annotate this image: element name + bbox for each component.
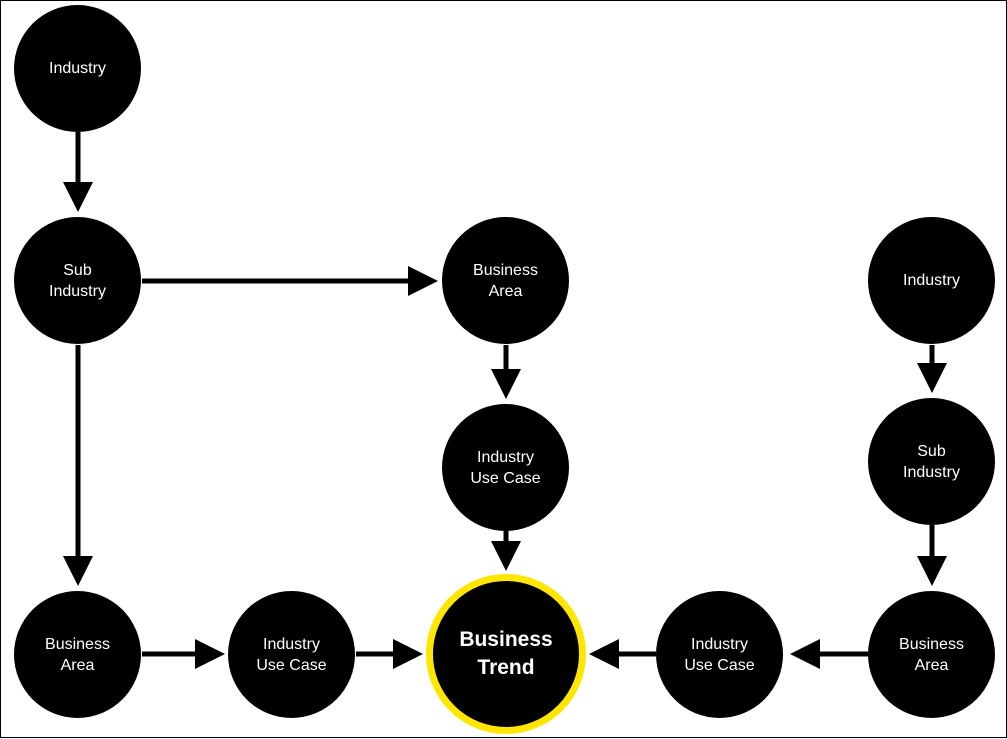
node-label: Business Area — [473, 261, 538, 300]
node-industry-left[interactable]: Industry — [14, 5, 141, 132]
node-label: Business Area — [45, 635, 110, 674]
node-sub-industry-right[interactable]: Sub Industry — [868, 398, 995, 525]
node-industry-use-case-middle[interactable]: Industry Use Case — [442, 404, 569, 531]
node-industry-use-case-right[interactable]: Industry Use Case — [656, 591, 783, 718]
node-industry-use-case-left[interactable]: Industry Use Case — [228, 591, 355, 718]
node-business-area-bottom-left[interactable]: Business Area — [14, 591, 141, 718]
node-label: Industry — [903, 272, 960, 289]
node-label: Industry — [49, 60, 106, 77]
node-label: Business Area — [899, 635, 964, 674]
node-sub-industry-left[interactable]: Sub Industry — [14, 217, 141, 344]
node-label: Industry Use Case — [684, 635, 755, 674]
node-label: Sub Industry — [903, 442, 960, 481]
node-label: Sub Industry — [49, 261, 106, 300]
node-label: Industry Use Case — [470, 448, 541, 487]
node-business-trend[interactable]: Business Trend — [426, 574, 586, 734]
node-label: Industry Use Case — [256, 635, 327, 674]
node-industry-right[interactable]: Industry — [868, 217, 995, 344]
node-label: Business Trend — [459, 628, 553, 679]
node-business-area-bottom-right[interactable]: Business Area — [868, 591, 995, 718]
node-business-area-top[interactable]: Business Area — [442, 217, 569, 344]
